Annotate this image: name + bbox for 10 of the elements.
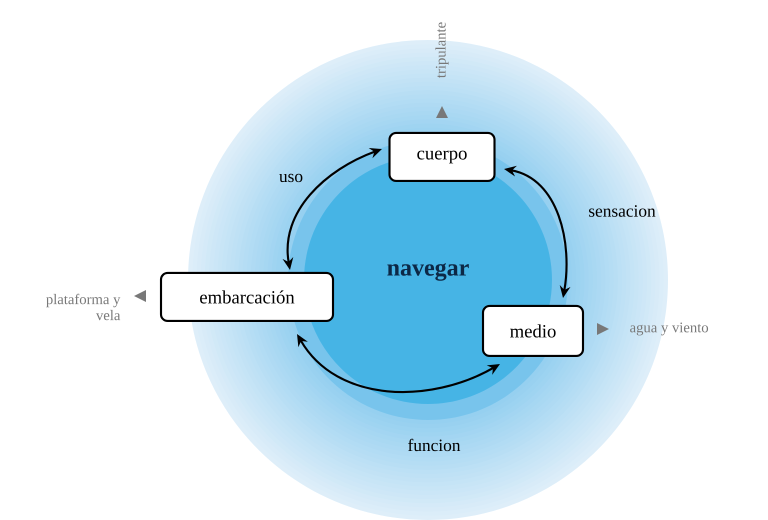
side-label: tripulante	[435, 22, 449, 78]
side-label: plataforma y vela	[46, 294, 120, 320]
center-title: navegar	[387, 263, 469, 281]
edge-label: uso	[279, 174, 302, 182]
process-box: medio	[482, 304, 584, 358]
side-label: agua y viento	[630, 322, 708, 336]
process-box: embarcación	[160, 272, 334, 322]
edge-label: sensacion	[589, 205, 656, 217]
process-box: cuerpo	[388, 132, 496, 182]
edge-label: funcion	[408, 438, 460, 452]
